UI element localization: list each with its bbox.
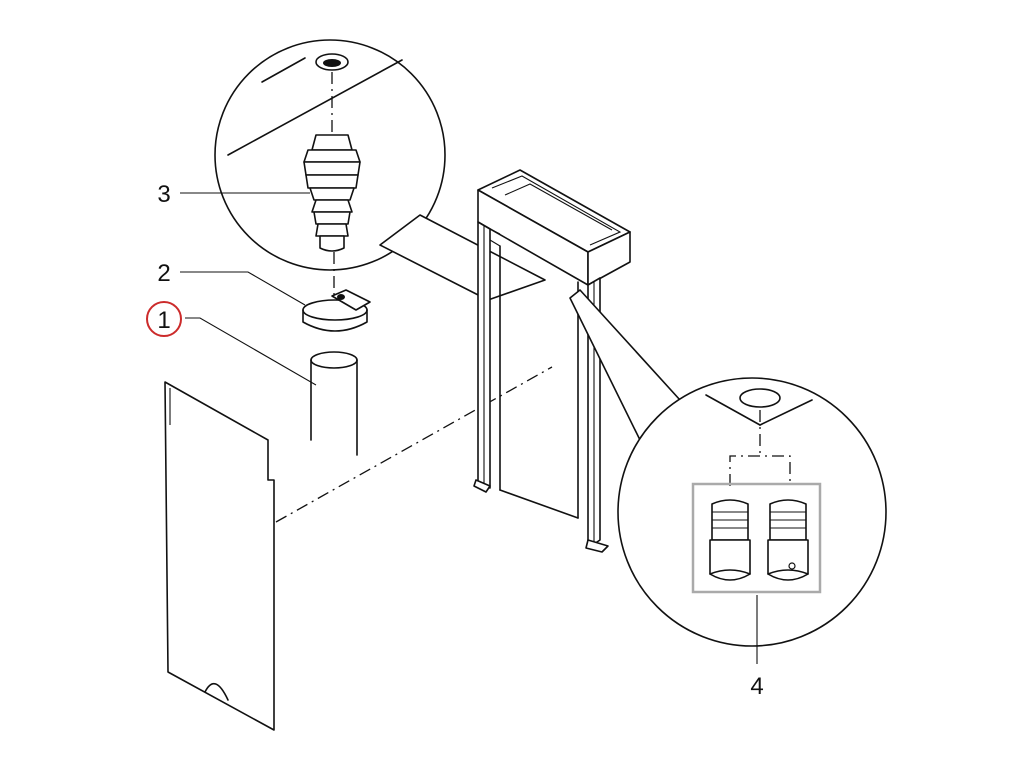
detail-leader-top	[379, 214, 546, 301]
alignment-line	[275, 366, 553, 523]
callout-2-label: 2	[157, 260, 170, 287]
callout-leaders	[180, 192, 758, 664]
bellows-fitting-part-3	[303, 134, 361, 252]
detail-circle-bottom	[617, 377, 887, 647]
clamp-screw-housing	[331, 289, 371, 311]
side-panel	[164, 381, 275, 731]
mounting-hole	[739, 388, 781, 408]
connector-left-part-4	[709, 499, 751, 581]
panel-edge-line	[261, 57, 306, 83]
panel-edge-line	[227, 59, 403, 156]
leader-line-1	[185, 317, 317, 386]
hose-clamp-part-2	[302, 289, 371, 332]
callout-4-label: 4	[750, 673, 763, 700]
callout-1-label: 1	[157, 307, 170, 334]
detail-view-top	[214, 39, 546, 301]
drain-hose-part-1	[310, 351, 358, 456]
callout-3-label: 3	[157, 181, 170, 208]
mounting-hole-inner	[323, 59, 341, 67]
part-4-group-box	[691, 482, 822, 594]
frame-assembly	[473, 169, 631, 553]
callout-1-highlight-circle	[146, 301, 182, 337]
panel-notch	[204, 682, 229, 701]
detail-view-bottom	[617, 377, 887, 647]
connector-right-part-4	[767, 499, 809, 581]
leader-line-2	[180, 271, 306, 306]
